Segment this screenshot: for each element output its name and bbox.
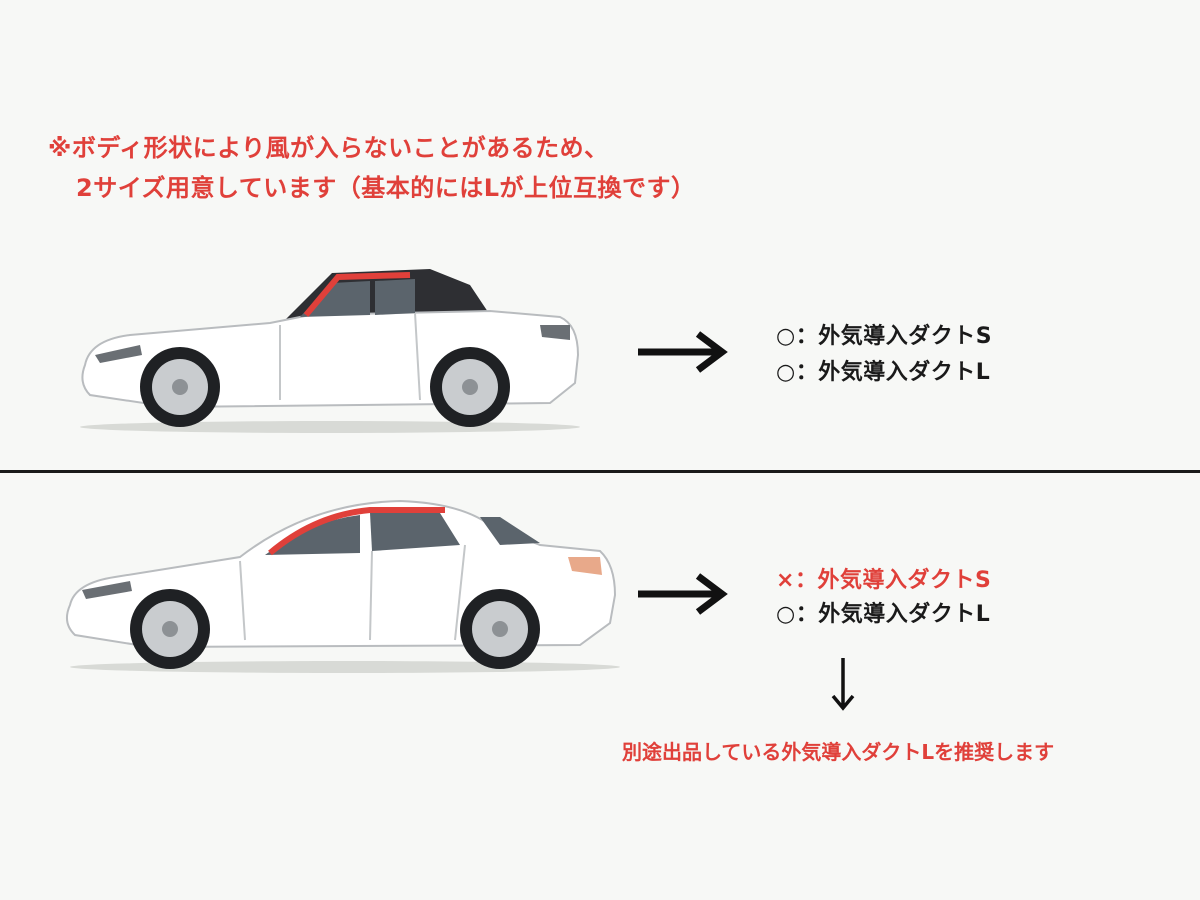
note-line-1: ※ボディ形状により風が入らないことがあるため、 [48, 134, 609, 162]
bottom-option-l: ○：外気導入ダクトL [776, 596, 990, 628]
note-line-2: 2サイズ用意しています（基本的にはLが上位互換です） [76, 174, 696, 202]
top-option-s-label: ：外気導入ダクトS [795, 324, 993, 349]
top-option-l-mark: ○ [776, 360, 796, 385]
bottom-option-s: ×：外気導入ダクトS [776, 562, 991, 594]
bottom-option-s-mark: × [776, 568, 795, 593]
arrow-down-icon [831, 658, 855, 711]
bottom-option-l-label: ：外気導入ダクトL [795, 602, 991, 627]
arrow-right-icon [638, 331, 728, 373]
bottom-option-l-mark: ○ [776, 602, 796, 627]
bottom-option-s-label: ：外気導入ダクトS [794, 568, 992, 593]
coupe-car-illustration [65, 499, 620, 673]
top-option-s: ○：外気導入ダクトS [776, 318, 992, 350]
top-option-s-mark: ○ [776, 324, 796, 349]
top-option-l-label: ：外気導入ダクトL [795, 360, 991, 385]
top-option-l: ○：外気導入ダクトL [776, 354, 990, 386]
note-text: ※ボディ形状により風が入らないことがあるため、 2サイズ用意しています（基本的に… [48, 128, 696, 208]
recommendation-text: 別途出品している外気導入ダクトLを推奨します [622, 740, 1055, 764]
convertible-car-illustration [80, 269, 580, 433]
arrow-right-icon [638, 573, 728, 615]
section-divider [0, 470, 1200, 473]
